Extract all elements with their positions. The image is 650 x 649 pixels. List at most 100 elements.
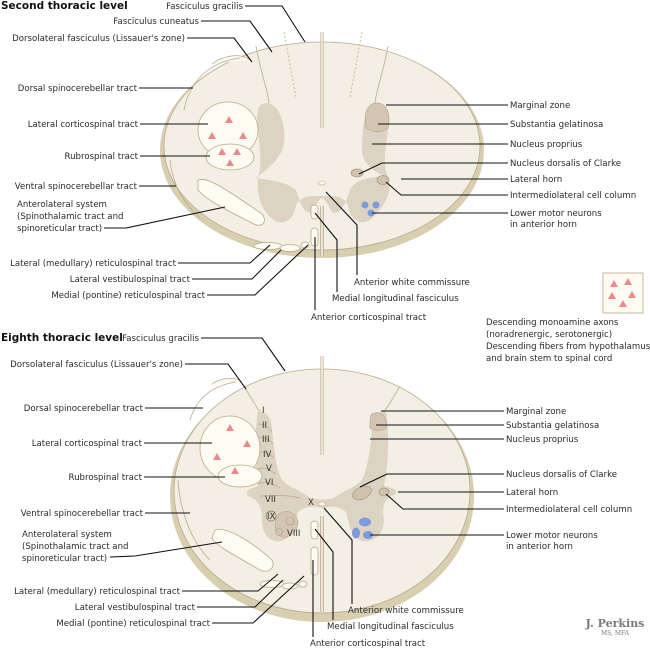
lamina-label: IX — [267, 512, 276, 522]
legend-line: Descending monoamine axons — [486, 318, 619, 328]
lissauer-zone — [211, 378, 243, 385]
label-lower-motor-neurons-2: in anterior horn — [506, 542, 573, 552]
section-t2: Second thoracic level — [1, 0, 636, 323]
label-dorsal-spinocerebellar: Dorsal spinocerebellar tract — [18, 84, 138, 94]
label-nucleus-dorsalis: Nucleus dorsalis of Clarke — [510, 159, 621, 169]
intermediate-septum-left — [283, 31, 297, 98]
monoamine-triangle — [208, 132, 216, 139]
label-ventral-spinocerebellar: Ventral spinocerebellar tract — [21, 509, 144, 519]
label-nucleus-proprius: Nucleus proprius — [506, 435, 579, 445]
lamina-viii-region — [274, 511, 299, 538]
legend-triangle — [610, 280, 618, 287]
leader-line — [358, 162, 508, 175]
leader-line — [185, 363, 247, 390]
lamina-ix-ring — [265, 510, 277, 522]
label-dorsal-spinocerebellar: Dorsal spinocerebellar tract — [24, 404, 144, 414]
monoamine-triangle — [239, 132, 247, 139]
cord-cross-section — [160, 31, 484, 258]
label-nucleus-dorsalis: Nucleus dorsalis of Clarke — [506, 470, 617, 480]
legend-line: Descending fibers from hypothalamus — [486, 342, 650, 352]
leader-line — [359, 473, 504, 488]
label-rubrospinal: Rubrospinal tract — [64, 152, 138, 162]
legend-triangle — [619, 300, 627, 307]
bottom-labels: Anterior white commissure Medial longitu… — [310, 507, 464, 649]
label-lateral-vestibulospinal: Lateral vestibulospinal tract — [75, 603, 196, 613]
motor-neuron — [361, 201, 369, 209]
monoamine-triangle — [231, 467, 239, 474]
label-lateral-reticulospinal: Lateral (medullary) reticulospinal tract — [10, 259, 177, 269]
monoamine-triangle — [233, 148, 241, 155]
label-lateral-corticospinal: Lateral corticospinal tract — [28, 120, 139, 130]
motor-neuron — [359, 517, 371, 527]
leader-line — [314, 528, 334, 620]
medial-longitudinal-fasciculus — [310, 520, 319, 540]
label-lower-motor-neurons-2: in anterior horn — [510, 220, 577, 230]
legend-triangle — [624, 278, 632, 285]
leader-line — [201, 337, 286, 372]
lateral-reticulospinal-tract — [253, 242, 283, 250]
leader-line — [192, 249, 282, 280]
monoamine-triangle — [213, 453, 221, 460]
label-anterior-corticospinal: Anterior corticospinal tract — [311, 313, 427, 323]
signature-credentials: MS, MFA — [601, 630, 630, 637]
monoamine-triangle — [218, 148, 226, 155]
leader-line — [325, 191, 358, 275]
anterolateral-system — [197, 178, 265, 226]
label-anterior-white-commissure: Anterior white commissure — [348, 606, 464, 616]
legend-triangle — [628, 291, 636, 298]
leader-line — [104, 206, 226, 229]
label-mlf: Medial longitudinal fasciculus — [332, 294, 459, 304]
dorsal-spinocerebellar-band — [183, 57, 241, 111]
nucleus-dorsalis-clarke — [350, 168, 364, 178]
rubrospinal-tract — [205, 143, 255, 171]
leader-line — [314, 212, 338, 292]
label-intermediolateral: Intermediolateral cell column — [510, 191, 636, 201]
lamina-label: III — [262, 435, 270, 445]
monoamine-triangle — [226, 159, 234, 166]
label-anterolateral-1: Anterolateral system — [22, 530, 112, 540]
leader-line — [385, 493, 504, 510]
leader-line — [207, 244, 309, 296]
cord-cross-section: I II III IV V VI VII VIII IX X — [170, 356, 474, 622]
leader-line — [385, 181, 508, 196]
lamina-label: VIII — [287, 529, 300, 539]
leader-line — [178, 244, 271, 264]
artist-signature: J. Perkins MS, MFA — [585, 617, 645, 637]
section-title: Second thoracic level — [1, 0, 128, 12]
lamina-label: VII — [265, 495, 276, 505]
legend-line: (noradrenergic, serotonergic) — [486, 330, 612, 340]
anterior-corticospinal-tract — [310, 546, 319, 576]
label-lateral-vestibulospinal: Lateral vestibulospinal tract — [70, 275, 191, 285]
label-lateral-horn: Lateral horn — [506, 488, 558, 498]
leader-line — [187, 37, 253, 63]
bottom-labels: Anterior white commissure Medial longitu… — [311, 191, 470, 323]
leader-line — [201, 20, 273, 53]
label-intermediolateral: Intermediolateral cell column — [506, 505, 632, 515]
lamina-label: V — [266, 464, 272, 474]
central-canal — [318, 501, 326, 507]
label-medial-reticulospinal: Medial (pontine) reticulospinal tract — [56, 619, 210, 629]
leader-line — [109, 541, 223, 558]
medial-longitudinal-fasciculus — [310, 204, 319, 220]
label-lateral-horn: Lateral horn — [510, 175, 562, 185]
monoamine-triangle — [226, 424, 234, 431]
leader-line — [182, 573, 279, 592]
label-lower-motor-neurons-1: Lower motor neurons — [506, 531, 598, 541]
label-fasciculus-cuneatus: Fasciculus cuneatus — [113, 17, 199, 27]
lamina-label: II — [262, 421, 267, 431]
anterolateral-system — [211, 528, 274, 572]
lamina-label: I — [262, 406, 265, 416]
label-anterolateral-2: (Spinothalamic tract and — [17, 212, 123, 222]
section-t8: Eighth thoracic level I II — [1, 332, 632, 649]
medial-reticulospinal-tract — [298, 580, 308, 588]
label-fasciculus-gracilis: Fasciculus gracilis — [122, 334, 199, 344]
label-nucleus-proprius: Nucleus proprius — [510, 140, 583, 150]
monoamine-triangle — [225, 116, 233, 123]
label-mlf: Medial longitudinal fasciculus — [327, 622, 454, 632]
leader-line — [245, 5, 306, 43]
legend-line: and brain stem to spinal cord — [486, 354, 612, 364]
label-anterior-corticospinal: Anterior corticospinal tract — [310, 639, 426, 649]
label-anterolateral-1: Anterolateral system — [17, 200, 107, 210]
label-substantia-gelatinosa: Substantia gelatinosa — [510, 120, 603, 130]
